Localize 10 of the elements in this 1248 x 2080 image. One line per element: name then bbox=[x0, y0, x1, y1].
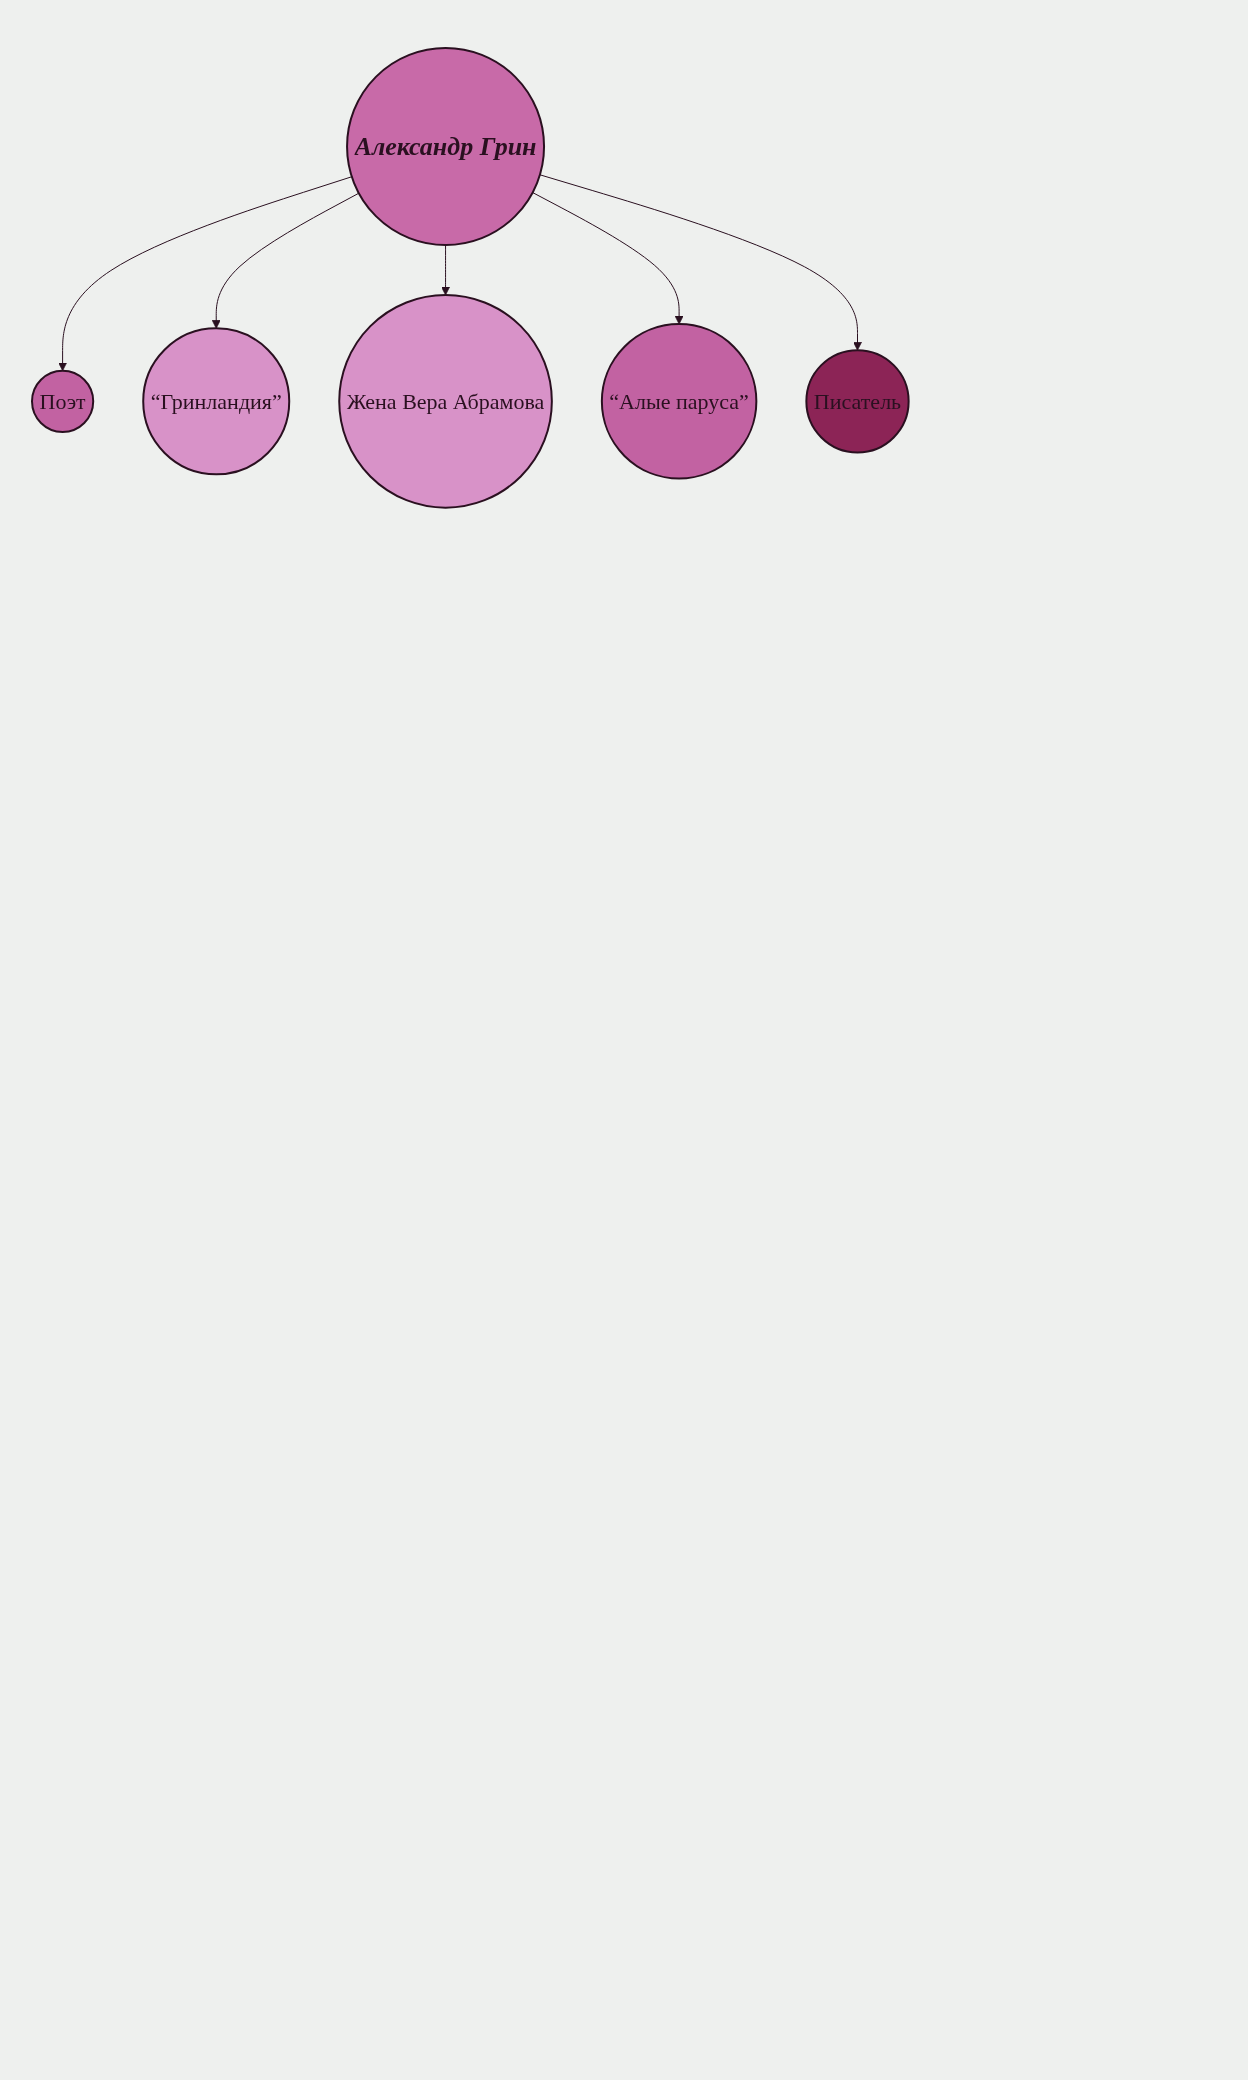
node-circle: Жена Вера Абрамова bbox=[338, 294, 553, 509]
node-circle: “Гринландия” bbox=[142, 327, 291, 476]
arrow bbox=[441, 244, 450, 296]
arrow bbox=[532, 192, 684, 325]
node-circle: “Алые паруса” bbox=[600, 323, 758, 480]
node-circle: Поэт bbox=[31, 369, 95, 433]
arrow bbox=[211, 192, 360, 329]
arrow bbox=[58, 176, 353, 372]
arrow bbox=[539, 174, 862, 351]
node-circle: Писатель bbox=[805, 349, 910, 454]
